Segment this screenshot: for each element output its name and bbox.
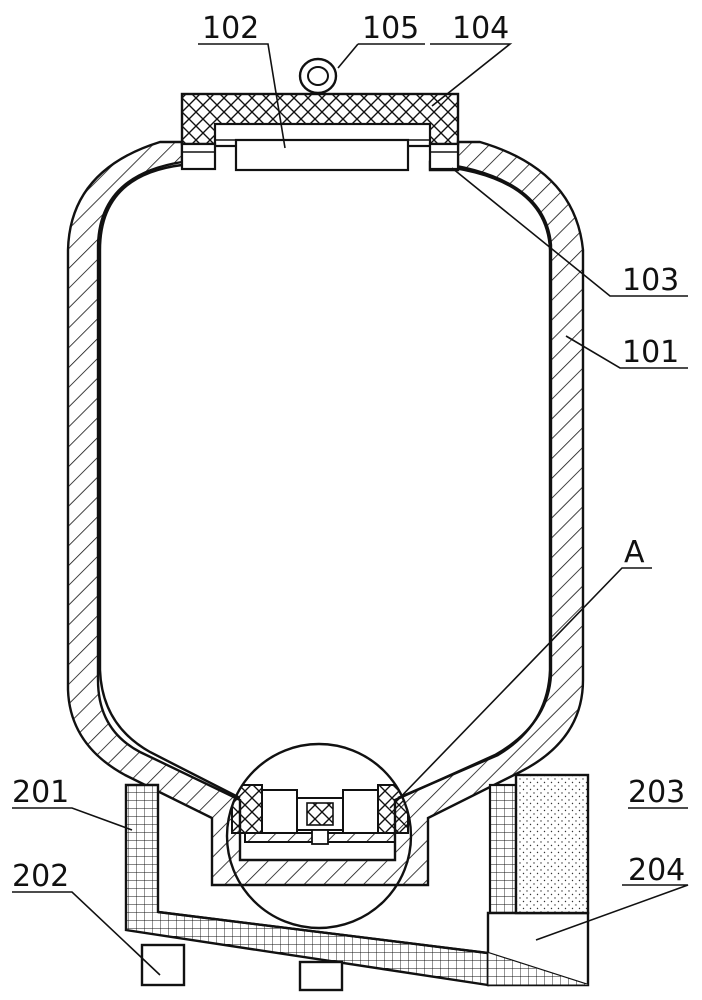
- callout-203: 203: [628, 775, 685, 810]
- plug-102: [236, 140, 408, 170]
- callout-105: 105: [362, 11, 419, 46]
- callout-104: 104: [452, 11, 509, 46]
- callout-103: 103: [622, 263, 679, 298]
- foot-202-right: [300, 962, 342, 990]
- callout-204: 204: [628, 853, 685, 888]
- seal-ring-103-right: [430, 144, 458, 169]
- tank-inner-wall: [100, 165, 240, 798]
- callout-201: 201: [12, 775, 69, 810]
- seal-ring-103-left: [182, 144, 215, 169]
- callout-202: 202: [12, 859, 69, 894]
- tank-inner-wall-right: [398, 165, 550, 798]
- callout-a: A: [624, 535, 645, 570]
- callout-101: 101: [622, 335, 679, 370]
- callout-102: 102: [202, 11, 259, 46]
- collector-203: [516, 775, 588, 913]
- tank-wall-101: [68, 142, 583, 885]
- base-201-right-post: [490, 785, 516, 913]
- outlet-valve-assembly: [232, 785, 408, 844]
